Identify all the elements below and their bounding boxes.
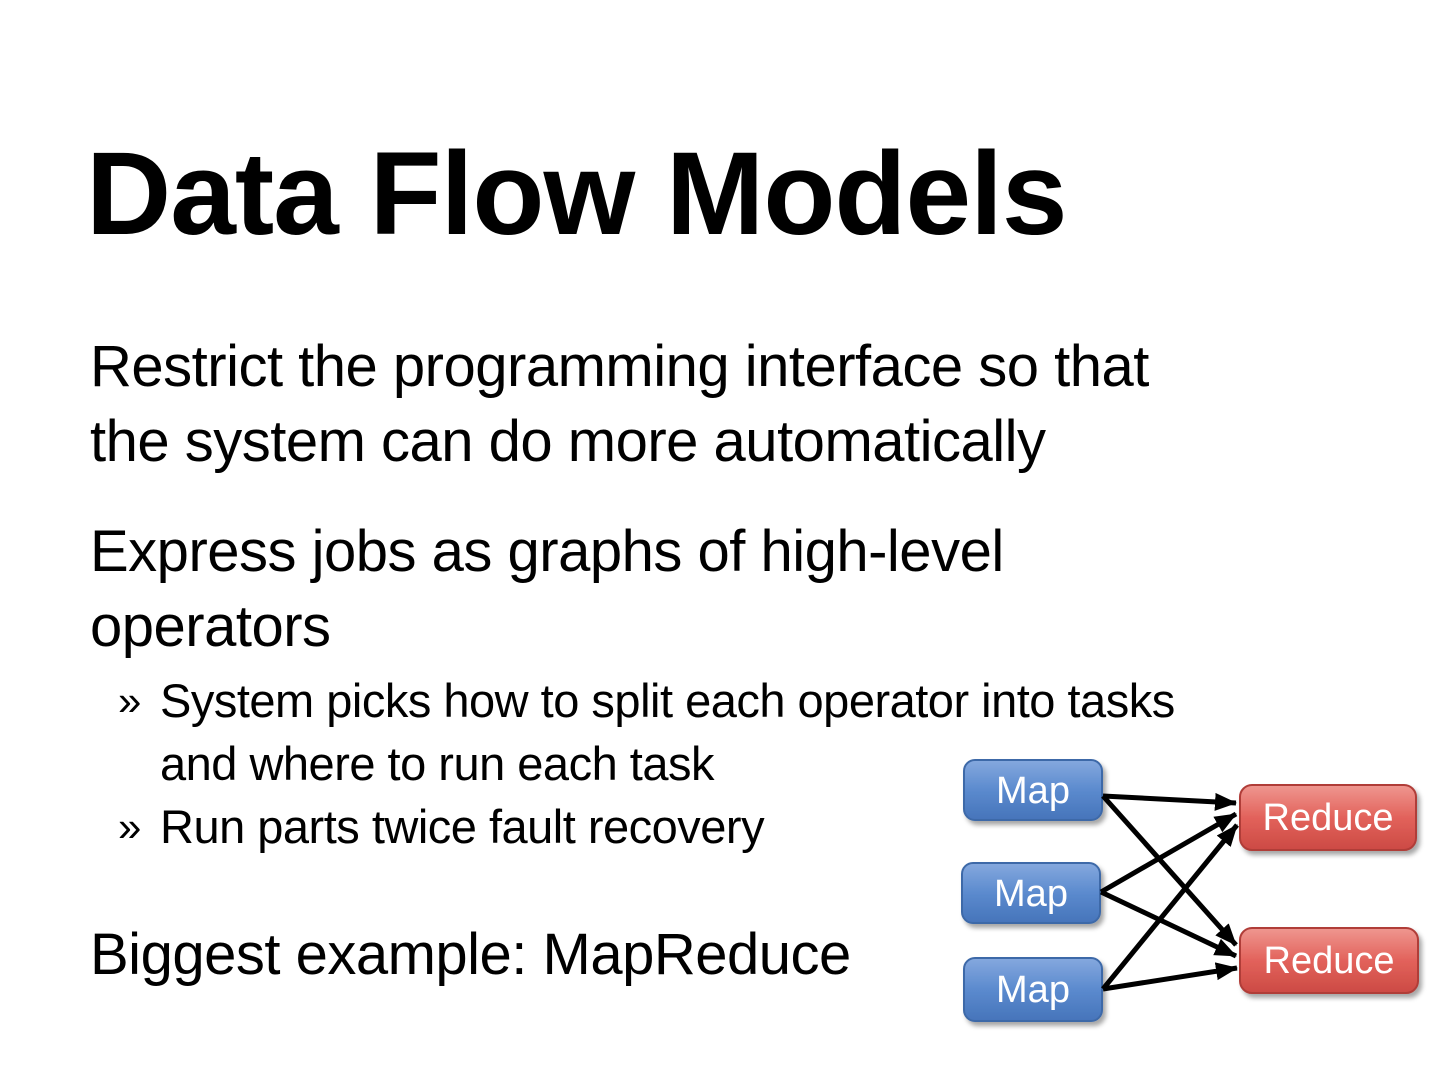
bullet-list: » System picks how to split each operato…	[118, 669, 1175, 858]
paragraph-example: Biggest example: MapReduce	[90, 922, 851, 987]
edge-map1-reduce1	[1102, 792, 1237, 811]
reduce-box	[1239, 784, 1417, 851]
reduce-node-1: Reduce	[1239, 784, 1417, 851]
edge-map1-reduce2	[1101, 794, 1238, 947]
reduce-box	[1239, 927, 1419, 994]
reduce-label: Reduce	[1264, 940, 1395, 982]
mapreduce-diagram: Map Map Map Reduce Reduce	[961, 759, 1419, 1022]
bullet-item: » Run parts twice fault recovery	[118, 795, 1175, 858]
text-line: and where to run each task	[160, 737, 714, 790]
text-line: Run parts twice fault recovery	[160, 800, 765, 853]
edge-map3-reduce2	[1102, 962, 1238, 992]
map-node-3: Map	[963, 957, 1103, 1022]
map-label: Map	[996, 969, 1070, 1011]
edge-map2-reduce2	[1099, 889, 1238, 959]
map-box	[963, 957, 1103, 1022]
reduce-label: Reduce	[1263, 797, 1394, 839]
reduce-node-2: Reduce	[1239, 927, 1419, 994]
paragraph-express: Express jobs as graphs of high-level ope…	[90, 514, 1004, 664]
map-box	[961, 862, 1101, 924]
map-label: Map	[994, 873, 1068, 915]
bullet-marker: »	[118, 803, 141, 850]
bullet-text: System picks how to split each operator …	[160, 669, 1175, 795]
edge-map2-reduce1	[1099, 811, 1238, 895]
map-box	[963, 759, 1103, 821]
bullet-marker: »	[118, 677, 141, 724]
bullet-item: » System picks how to split each operato…	[118, 669, 1175, 795]
text-line: the system can do more automatically	[90, 409, 1046, 474]
paragraph-restrict: Restrict the programming interface so th…	[90, 329, 1149, 479]
map-node-2: Map	[961, 862, 1101, 924]
edge-group	[1099, 792, 1239, 992]
edge-map3-reduce1	[1101, 823, 1239, 991]
text-line: Restrict the programming interface so th…	[90, 334, 1149, 399]
map-node-1: Map	[963, 759, 1103, 821]
text-line: Express jobs as graphs of high-level	[90, 519, 1004, 584]
text-line: operators	[90, 594, 331, 659]
map-label: Map	[996, 770, 1070, 812]
bullet-text: Run parts twice fault recovery	[160, 795, 765, 858]
slide-title: Data Flow Models	[86, 128, 1068, 260]
text-line: System picks how to split each operator …	[160, 674, 1175, 727]
